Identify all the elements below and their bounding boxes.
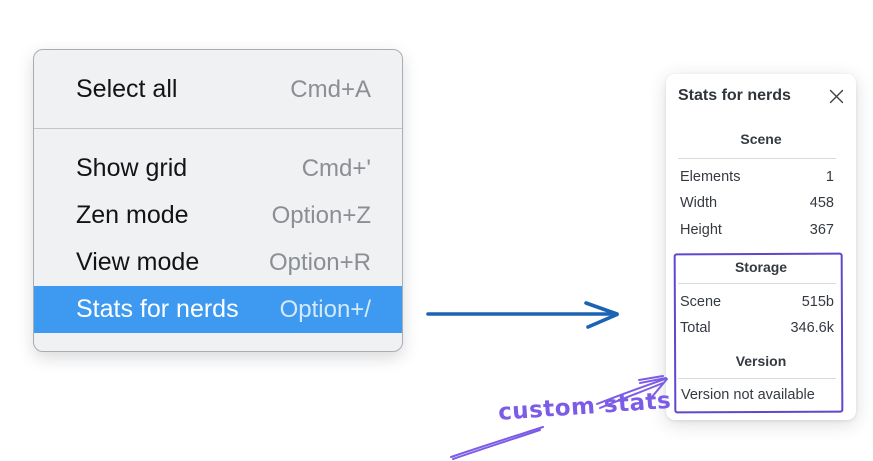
stat-value: 458: [809, 195, 834, 211]
menu-divider: [34, 128, 402, 129]
menu-item-zen-mode[interactable]: Zen mode Option+Z: [34, 192, 402, 239]
stat-row-height: Height 367: [666, 220, 856, 240]
section-divider: [678, 283, 836, 284]
menu-item-shortcut: Option+Z: [271, 201, 371, 229]
menu-item-label: Select all: [76, 75, 178, 103]
menu-item-select-all[interactable]: Select all Cmd+A: [34, 66, 402, 113]
stat-row-elements: Elements 1: [666, 167, 856, 187]
section-divider: [678, 378, 836, 379]
menu-item-view-mode[interactable]: View mode Option+R: [34, 239, 402, 286]
stat-label: Elements: [680, 169, 741, 185]
stat-value: 1: [825, 169, 834, 185]
menu-item-stats-for-nerds[interactable]: Stats for nerds Option+/: [34, 286, 402, 333]
close-icon: [829, 89, 843, 103]
menu-item-label: Show grid: [76, 154, 188, 182]
section-heading-version: Version: [735, 353, 787, 369]
menu-group-top: Select all Cmd+A: [34, 50, 402, 128]
stat-row-width: Width 458: [666, 193, 856, 213]
stat-row-total-storage: Total 346.6k: [666, 318, 856, 338]
custom-stats-highlight-box: [673, 252, 844, 414]
version-note: Version not available: [681, 387, 815, 403]
menu-item-label: View mode: [76, 248, 200, 276]
menu-item-shortcut: Option+/: [279, 295, 371, 323]
menu-item-label: Stats for nerds: [76, 295, 239, 323]
stat-label: Width: [680, 195, 718, 211]
stat-value: 515b: [801, 294, 834, 310]
panel-title: Stats for nerds: [678, 87, 791, 104]
stat-label: Scene: [680, 294, 722, 310]
menu-item-label: Zen mode: [76, 201, 189, 229]
menu-item-shortcut: Cmd+A: [290, 75, 371, 103]
stat-label: Height: [680, 222, 722, 238]
stats-panel: Stats for nerds Scene Elements 1 Width 4…: [666, 74, 856, 420]
stat-label: Total: [680, 320, 711, 336]
context-menu: Select all Cmd+A Show grid Cmd+' Zen mod…: [33, 49, 403, 352]
section-heading-scene: Scene: [740, 131, 782, 147]
section-heading-storage: Storage: [734, 259, 788, 275]
menu-item-shortcut: Cmd+': [301, 154, 371, 182]
menu-item-shortcut: Option+R: [268, 248, 371, 276]
close-button[interactable]: [825, 85, 847, 107]
stat-row-scene-storage: Scene 515b: [666, 292, 856, 312]
stat-value: 346.6k: [790, 320, 834, 336]
section-divider: [678, 158, 836, 159]
stat-value: 367: [809, 222, 834, 238]
custom-stats-label: custom stats: [497, 387, 673, 426]
menu-item-show-grid[interactable]: Show grid Cmd+': [34, 145, 402, 192]
menu-group-bottom: Show grid Cmd+' Zen mode Option+Z View m…: [34, 129, 402, 351]
